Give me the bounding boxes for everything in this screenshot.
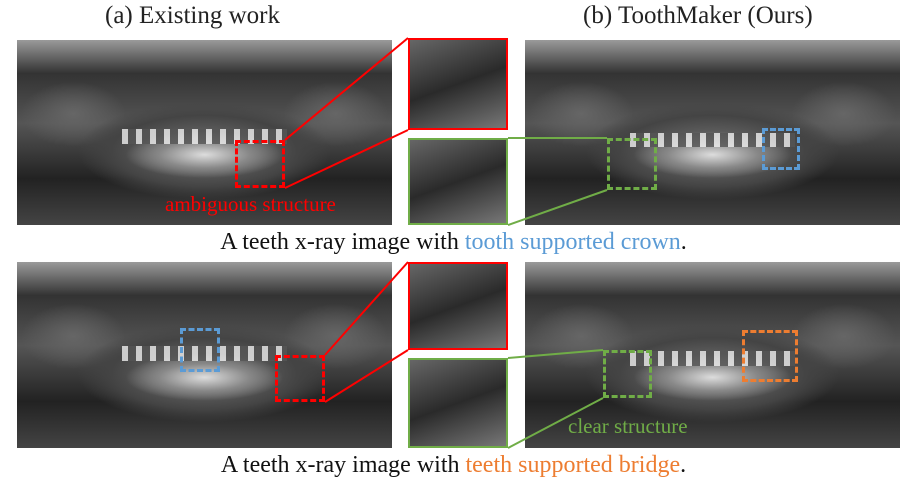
caption-row2: A teeth x-ray image with teeth supported… (0, 452, 907, 479)
caption-highlight: teeth supported bridge (465, 452, 681, 478)
caption-row1: A teeth x-ray image with tooth supported… (0, 229, 907, 256)
orange-dashed-box (742, 330, 798, 382)
red-dashed-box (235, 140, 285, 188)
caption-text: A teeth x-ray image with (220, 229, 465, 255)
zoom-green-row2 (408, 358, 508, 448)
xray-toothmaker-row1 (525, 40, 900, 225)
zoom-red-row1 (408, 38, 508, 130)
ambiguous-structure-label: ambiguous structure (165, 192, 336, 216)
blue-dashed-box (762, 128, 800, 170)
blue-dashed-box (180, 328, 220, 372)
xray-existing-row1 (17, 40, 392, 225)
zoom-red-row2 (408, 262, 508, 350)
caption-period: . (680, 452, 687, 478)
header-existing-work: (a) Existing work (105, 2, 280, 29)
clear-structure-label: clear structure (568, 414, 688, 438)
xray-toothmaker-row2 (525, 262, 900, 448)
xray-existing-row2 (17, 262, 392, 448)
green-dashed-box (607, 138, 657, 190)
caption-text: A teeth x-ray image with (220, 452, 466, 478)
caption-period: . (680, 229, 687, 255)
zoom-green-row1 (408, 138, 508, 225)
header-toothmaker: (b) ToothMaker (Ours) (583, 2, 813, 29)
caption-highlight: tooth supported crown (464, 229, 681, 255)
green-dashed-box (603, 350, 652, 398)
red-dashed-box (275, 355, 325, 402)
